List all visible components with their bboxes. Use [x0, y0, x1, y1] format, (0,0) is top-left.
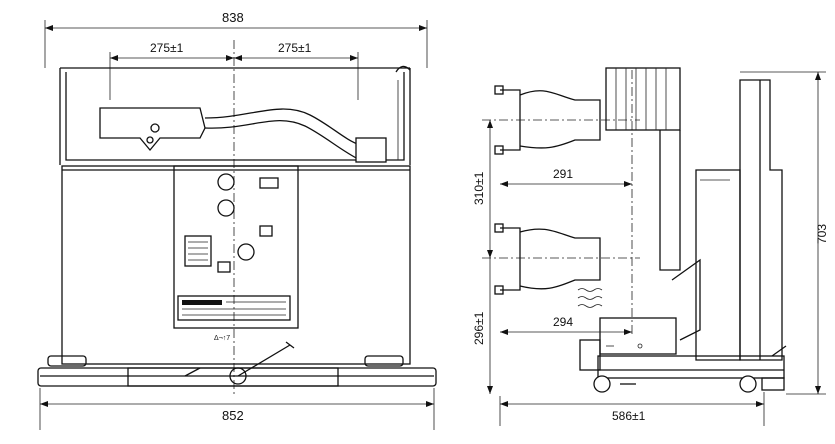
dim-right-pitch-label: 275±1: [278, 41, 312, 55]
dim-bottom-width-label: 852: [222, 408, 244, 423]
side-view: 310±1 296±1 291 294 7: [472, 67, 829, 426]
dim-lower-height-label: 296±1: [472, 311, 486, 345]
dim-bottom-width: 852: [39, 388, 435, 430]
dim-total-height-label: 703: [815, 224, 829, 244]
dim-left-pitch-label: 275±1: [150, 41, 184, 55]
lower-contact-arm: [494, 223, 603, 308]
nameplate-text: Δ¬↑7: [214, 335, 230, 342]
dim-base-depth-label: 586±1: [612, 409, 646, 423]
dim-base-depth: 586±1: [499, 392, 765, 426]
indicator-dial-3: [237, 243, 255, 261]
indicator-window-1: [259, 177, 279, 189]
indicator-dial-2: [217, 199, 235, 217]
truck-base: [37, 341, 437, 387]
insulating-fins: [605, 67, 681, 271]
front-wheel: [593, 375, 611, 393]
mechanism-housing: [599, 79, 783, 361]
rating-plate: [177, 295, 291, 321]
side-truck: [579, 339, 787, 393]
dim-top-width: 838: [44, 10, 428, 68]
warning-label: [184, 235, 212, 267]
dim-lower-depth: 294: [500, 315, 632, 335]
rear-wheel: [739, 375, 757, 393]
dim-pole-spacing-label: 310±1: [472, 171, 486, 205]
front-view: 838 275±1 275±1: [37, 10, 437, 430]
indicator-window-2: [259, 225, 273, 237]
indicator-dial-1: [217, 173, 235, 191]
dim-lower-depth-label: 294: [553, 315, 573, 329]
front-panel: Δ¬↑7: [61, 165, 411, 365]
dim-pitch: 275±1 275±1: [109, 41, 359, 100]
dim-lower-height: 296±1: [472, 258, 493, 394]
operating-lever: [99, 107, 387, 163]
indicator-window-3: [217, 261, 231, 273]
mechanism-box: [599, 317, 677, 355]
dim-pole-spacing: 310±1: [472, 120, 493, 258]
dim-upper-depth: 291: [500, 167, 632, 187]
dim-top-width-label: 838: [222, 10, 244, 25]
control-panel: [173, 165, 299, 329]
dim-upper-depth-label: 291: [553, 167, 573, 181]
dim-total-height: 703: [740, 71, 829, 395]
upper-frame: [59, 65, 411, 165]
